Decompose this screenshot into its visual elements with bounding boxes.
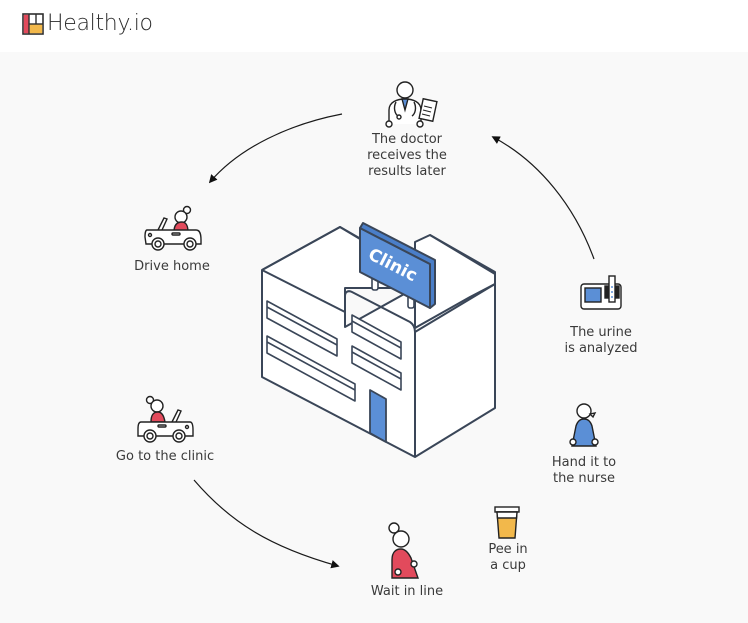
- step-pee-in-cup: Pee in a cup: [472, 542, 544, 574]
- brand-name: Healthy.io: [47, 11, 153, 36]
- step-label: Wait in line: [370, 584, 444, 599]
- healthy-logo-icon: [22, 13, 44, 35]
- step-hand-to-nurse: Hand it to the nurse: [538, 455, 630, 487]
- step-label: Drive home: [134, 259, 210, 274]
- waiting-person-icon: [388, 522, 419, 579]
- step-label: The doctor receives the results later: [367, 132, 447, 179]
- arrow-analyzed-to-doctor: [491, 136, 595, 260]
- step-drive-home: Drive home: [112, 259, 232, 275]
- step-go-to-clinic: Go to the clinic: [95, 449, 235, 465]
- urine-cup-icon: [494, 506, 520, 539]
- arrow-doctor-to-drive-home: [208, 113, 343, 184]
- clinic-building: Clinic: [261, 222, 496, 458]
- step-wait-in-line: Wait in line: [352, 584, 462, 600]
- arrow-go-to-clinic-to-wait: [193, 479, 340, 569]
- brand-logo[interactable]: Healthy.io: [22, 12, 153, 36]
- step-doctor: The doctor receives the results later: [362, 132, 452, 180]
- car-icon-go-to-clinic: [137, 395, 194, 443]
- doctor-icon: [385, 81, 438, 128]
- step-label: Go to the clinic: [115, 449, 215, 464]
- step-urine-analyzed: The urine is analyzed: [555, 325, 647, 357]
- nurse-icon: [569, 403, 599, 447]
- step-label: The urine is analyzed: [564, 325, 638, 356]
- diagram-graphics: Clinic: [137, 81, 622, 579]
- header: Healthy.io: [0, 0, 748, 52]
- analyzer-icon: [580, 275, 622, 310]
- step-label: Hand it to the nurse: [551, 455, 617, 486]
- car-icon-drive-home: [144, 205, 202, 251]
- step-label: Pee in a cup: [488, 542, 528, 573]
- urine-test-process-diagram: Clinic: [0, 52, 748, 623]
